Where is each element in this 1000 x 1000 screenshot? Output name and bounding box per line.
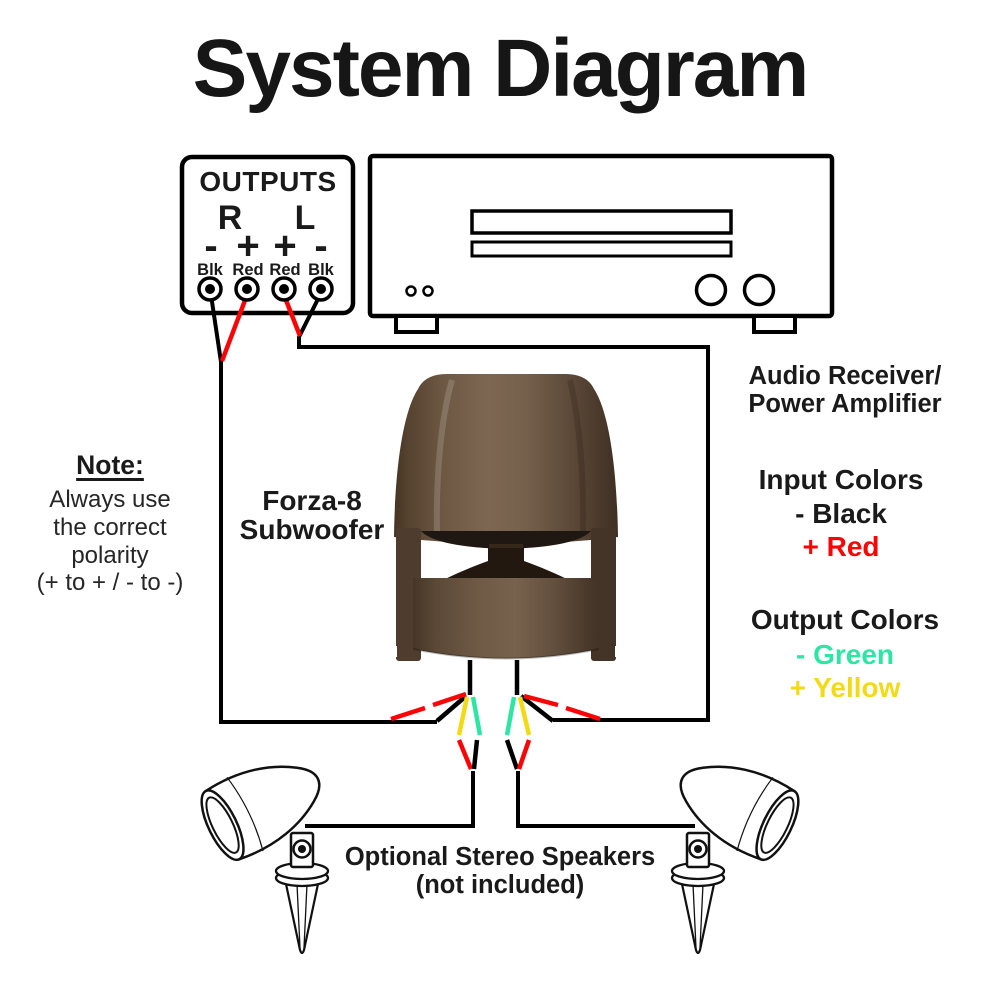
left-speaker-illustration [200, 765, 330, 955]
receiver-knob [742, 273, 776, 307]
terminal-label: Blk [197, 261, 223, 279]
subwoofer-cone [441, 548, 571, 581]
receiver-label: Audio Receiver/ [748, 362, 942, 390]
subwoofer-illustration [392, 374, 620, 661]
receiver-label: Power Amplifier [748, 390, 942, 418]
receiver-foot [394, 314, 439, 334]
subwoofer-driver [421, 531, 591, 549]
input-color-positive: + Red [802, 531, 880, 562]
right-speaker-illustration [662, 740, 810, 955]
speaker-horn [200, 765, 321, 862]
l-channel-wire [281, 294, 710, 723]
polarity-sign: + [273, 224, 297, 268]
note-line: the correct [53, 514, 167, 541]
page-title: System Diagram [192, 23, 810, 114]
subwoofer-right-leads [504, 660, 532, 770]
output-color-positive: + Yellow [789, 672, 901, 703]
input-colors-title: Input Colors [758, 464, 924, 495]
terminal-label: Red [232, 261, 264, 279]
outputs-panel-box [179, 154, 356, 316]
polarity-sign: - [204, 224, 218, 268]
speaker-stake [284, 882, 320, 955]
note-line: polarity [71, 542, 149, 569]
speakers-caption: Optional Stereo Speakers [344, 843, 656, 871]
terminal-label: Blk [308, 261, 334, 279]
terminal-r-positive [234, 276, 260, 302]
note-line: (+ to + / - to -) [36, 569, 184, 596]
subwoofer-left-leads [456, 660, 483, 770]
speaker-knuckle [289, 831, 315, 869]
receiver-foot [752, 314, 797, 334]
terminal-l-positive [271, 276, 297, 302]
terminal-l-negative [308, 276, 334, 302]
outputs-title: OUTPUTS [199, 166, 337, 197]
receiver-button [422, 285, 434, 297]
polarity-sign: - [314, 224, 328, 268]
output-color-negative: - Green [795, 639, 895, 670]
note-title: Note: [76, 450, 144, 480]
subwoofer-can [413, 578, 599, 659]
polarity-sign: + [236, 224, 260, 268]
receiver-knob [694, 273, 728, 307]
note-line: Always use [49, 486, 171, 513]
r-channel-wire [209, 294, 468, 724]
speakers-caption: (not included) [415, 871, 585, 899]
channel-l-label: L [294, 199, 316, 237]
receiver-disc-slot [470, 209, 733, 235]
channel-r-label: R [217, 199, 243, 237]
terminal-r-negative [197, 276, 223, 302]
left-speaker-wire [305, 771, 475, 828]
right-speaker-wire [516, 771, 695, 828]
terminal-label: Red [269, 261, 301, 279]
receiver-box [367, 153, 835, 334]
receiver-vent-slot [470, 240, 733, 258]
input-color-negative: - Black [795, 498, 887, 529]
receiver-button [405, 285, 417, 297]
output-terminals [197, 276, 334, 302]
output-colors-title: Output Colors [750, 604, 940, 635]
subwoofer-label: Subwoofer [239, 514, 385, 545]
subwoofer-label: Forza-8 [262, 485, 362, 516]
